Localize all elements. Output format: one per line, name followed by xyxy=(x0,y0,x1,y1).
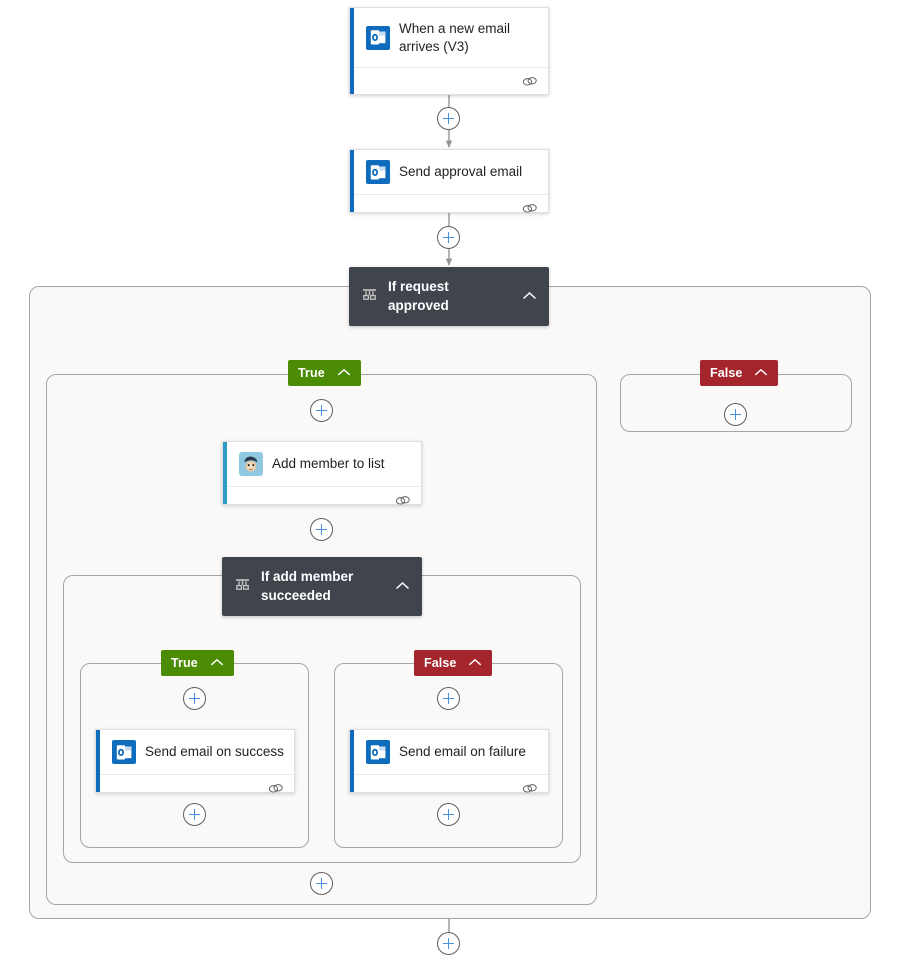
copy-icon[interactable] xyxy=(522,75,538,88)
card-accent-bar xyxy=(350,730,354,792)
insert-step-button-inner-false-bottom[interactable] xyxy=(437,803,460,826)
insert-step-button-true-branch-top[interactable] xyxy=(310,399,333,422)
outlook-icon xyxy=(366,25,390,50)
card-footer xyxy=(350,774,548,801)
card-footer xyxy=(350,194,548,221)
mailchimp-icon xyxy=(239,452,263,476)
if-request-approved-condition-card[interactable]: If request approved xyxy=(349,267,549,326)
when-a-new-email-arrives-card[interactable]: When a new email arrives (V3) xyxy=(349,7,549,95)
insert-step-button-inner-false-top[interactable] xyxy=(437,687,460,710)
copy-icon[interactable] xyxy=(268,782,284,795)
badge-label: True xyxy=(171,656,198,670)
insert-step-button-false-branch[interactable] xyxy=(724,403,747,426)
card-footer xyxy=(223,486,421,513)
insert-step-button-true-branch-bottom[interactable] xyxy=(310,872,333,895)
insert-step-button-inner-true-bottom[interactable] xyxy=(183,803,206,826)
insert-step-button-after-trigger[interactable] xyxy=(437,107,460,130)
send-email-on-failure-card[interactable]: Send email on failure xyxy=(349,729,549,793)
chevron-up-icon[interactable] xyxy=(522,288,537,306)
card-header: Send email on failure xyxy=(350,730,548,774)
condition-title: If add member succeeded xyxy=(261,569,354,603)
insert-step-button-after-add-member[interactable] xyxy=(310,518,333,541)
copy-icon[interactable] xyxy=(395,494,411,507)
fork-icon xyxy=(361,286,378,308)
send-approval-email-card[interactable]: Send approval email xyxy=(349,149,549,213)
chevron-up-icon[interactable] xyxy=(754,364,768,382)
card-header: Send email on success xyxy=(96,730,294,774)
card-title: Send email on success xyxy=(145,744,284,760)
card-accent-bar xyxy=(96,730,100,792)
card-footer xyxy=(96,774,294,801)
outlook-icon xyxy=(112,740,136,764)
card-header: Add member to list xyxy=(223,442,421,486)
chevron-up-icon[interactable] xyxy=(468,654,482,672)
card-header: When a new email arrives (V3) xyxy=(350,8,548,67)
card-accent-bar xyxy=(350,8,354,94)
insert-step-button-after-approval-email[interactable] xyxy=(437,226,460,249)
card-title: Send email on failure xyxy=(399,744,526,760)
insert-step-button-end-of-flow[interactable] xyxy=(437,932,460,955)
insert-step-button-inner-true-top[interactable] xyxy=(183,687,206,710)
card-header: Send approval email xyxy=(350,150,548,194)
branch-badge-true-inner[interactable]: True xyxy=(161,650,234,676)
chevron-up-icon[interactable] xyxy=(395,578,410,596)
outlook-icon xyxy=(366,740,390,764)
branch-badge-true-outer[interactable]: True xyxy=(288,360,361,386)
chevron-up-icon[interactable] xyxy=(337,364,351,382)
badge-label: False xyxy=(710,366,743,380)
copy-icon[interactable] xyxy=(522,202,538,215)
badge-label: False xyxy=(424,656,457,670)
chevron-up-icon[interactable] xyxy=(210,654,224,672)
card-footer xyxy=(350,67,548,94)
branch-badge-false-outer[interactable]: False xyxy=(700,360,779,386)
outlook-icon xyxy=(366,160,390,184)
badge-label: True xyxy=(298,366,325,380)
card-title: Send approval email xyxy=(399,164,523,180)
if-add-member-succeeded-condition-card[interactable]: If add member succeeded xyxy=(222,557,422,616)
card-title: When a new email arrives (V3) xyxy=(399,20,511,54)
fork-icon xyxy=(234,576,251,598)
condition-title: If request approved xyxy=(388,279,449,313)
card-accent-bar xyxy=(223,442,227,504)
branch-badge-false-inner[interactable]: False xyxy=(414,650,493,676)
send-email-on-success-card[interactable]: Send email on success xyxy=(95,729,295,793)
add-member-to-list-card[interactable]: Add member to list xyxy=(222,441,422,505)
card-title: Add member to list xyxy=(272,456,385,472)
copy-icon[interactable] xyxy=(522,782,538,795)
card-accent-bar xyxy=(350,150,354,212)
